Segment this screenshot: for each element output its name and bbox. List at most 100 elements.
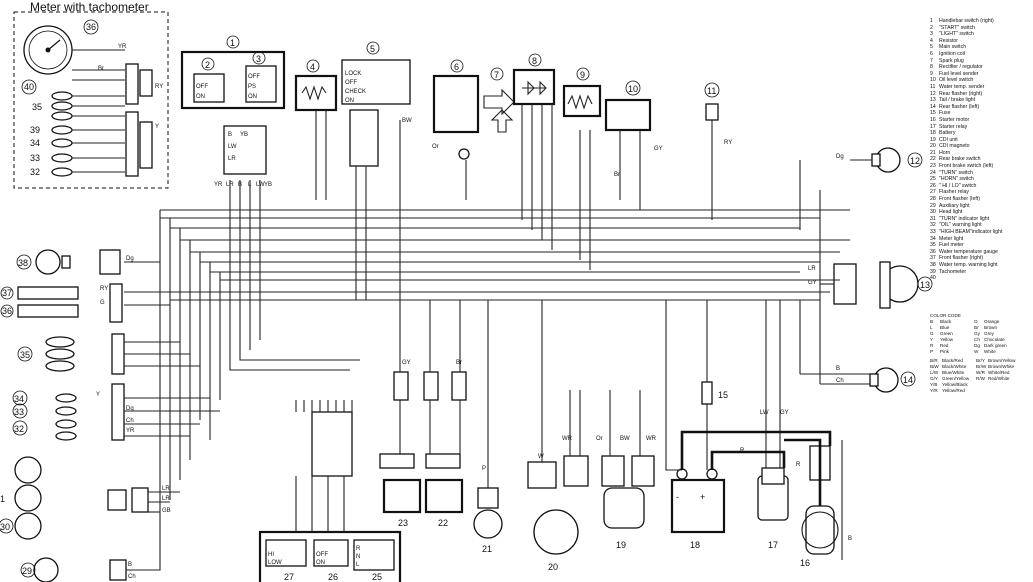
- callout-34: 34: [30, 138, 40, 148]
- legend-item: 25"HORN" switch: [930, 176, 1030, 183]
- color-code-v: Yellow: [940, 337, 954, 342]
- svg-text:32: 32: [14, 424, 24, 434]
- legend-item: 24"TURN" switch: [930, 170, 1030, 177]
- svg-text:Dg: Dg: [126, 256, 134, 262]
- legend-number: 16: [930, 116, 936, 123]
- svg-text:7: 7: [494, 70, 499, 80]
- legend-number: 38: [930, 261, 936, 268]
- svg-text:27: 27: [284, 572, 294, 582]
- legend-text: Rear brake switch: [939, 156, 981, 163]
- svg-text:ON: ON: [196, 94, 205, 100]
- legend-number: 24: [930, 169, 936, 176]
- legend-text: Front flasher (left): [939, 196, 980, 203]
- svg-text:B: B: [238, 182, 242, 188]
- color-code-v2: Brown/White: [988, 364, 1015, 369]
- legend-text: Meter light: [939, 235, 964, 242]
- color-code-v: Pink: [940, 349, 949, 354]
- legend-number: 9: [930, 70, 933, 77]
- legend-text: Rear flasher (left): [939, 103, 980, 110]
- color-code-v: Black/Red: [942, 358, 963, 363]
- head-light-icon-2: [14, 484, 42, 512]
- cdi-unit: [603, 487, 645, 529]
- legend-text: Fuel level sender: [939, 70, 979, 77]
- svg-text:GY: GY: [780, 410, 789, 416]
- svg-text:11: 11: [707, 86, 716, 96]
- color-code-v2: Dark green: [984, 343, 1007, 348]
- callout-35: 35: [32, 102, 42, 112]
- legend-text: "LIGHT" switch: [939, 31, 974, 38]
- svg-text:Br: Br: [614, 172, 620, 178]
- water-temp-sender: [705, 103, 719, 121]
- rear-brake-switch: [424, 478, 464, 514]
- svg-text:R: R: [740, 448, 745, 454]
- svg-text:ON: ON: [316, 560, 325, 566]
- legend-number: 20: [930, 143, 936, 150]
- head-light-icon-1: [14, 456, 42, 484]
- legend-text: Water temperature gauge: [939, 248, 998, 255]
- svg-text:34: 34: [14, 394, 24, 404]
- water-temperature-gauge: [17, 304, 79, 318]
- legend-text: Resistor: [939, 37, 959, 44]
- legend-number: 22: [930, 156, 936, 163]
- legend-number: 10: [930, 77, 936, 84]
- svg-text:26: 26: [328, 572, 338, 582]
- color-code-v2: Orange: [984, 319, 1000, 324]
- legend-number: 28: [930, 196, 936, 203]
- color-code-v2: Brown/Yellow: [988, 358, 1016, 363]
- wiring-harness: [124, 104, 872, 571]
- svg-text:B: B: [848, 536, 852, 542]
- svg-text:23: 23: [398, 518, 408, 528]
- svg-text:ON: ON: [248, 94, 257, 100]
- svg-text:37: 37: [2, 288, 12, 298]
- legend-number: 39: [930, 268, 936, 275]
- legend-text: "HORN" switch: [939, 176, 974, 183]
- svg-text:YB: YB: [264, 182, 272, 188]
- color-code-k2: Br/W: [976, 364, 987, 369]
- callout-32: 32: [30, 167, 40, 177]
- battery-cables: [680, 430, 832, 506]
- legend-number: 6: [930, 50, 933, 57]
- wire-y: Y: [155, 124, 159, 130]
- svg-text:-: -: [676, 492, 679, 502]
- legend-text: "TURN" switch: [939, 169, 973, 176]
- svg-text:9: 9: [580, 70, 585, 80]
- svg-text:33: 33: [14, 407, 24, 417]
- legend-text: CDI magneto: [939, 143, 970, 150]
- svg-text:GB: GB: [162, 508, 171, 514]
- svg-text:LR: LR: [162, 486, 170, 492]
- svg-text:BW: BW: [402, 118, 412, 124]
- color-code-k: G: [930, 331, 934, 336]
- legend-text: Flasher relay: [939, 189, 969, 196]
- svg-text:14: 14: [903, 375, 913, 385]
- svg-text:4: 4: [310, 62, 315, 72]
- svg-text:22: 22: [438, 518, 448, 528]
- svg-text:RY: RY: [724, 140, 732, 146]
- svg-text:ON: ON: [345, 98, 354, 104]
- legend-number: 4: [930, 37, 933, 44]
- svg-text:15: 15: [718, 390, 728, 400]
- color-code-v2: White/Red: [988, 370, 1010, 375]
- fuel-meter-lamps: [45, 336, 75, 372]
- color-code-v2: Chocolate: [984, 337, 1005, 342]
- legend-text: "START" switch: [939, 24, 976, 31]
- svg-text:LR: LR: [808, 266, 816, 272]
- legend-text: Auxiliary light: [939, 202, 970, 209]
- svg-text:L: L: [248, 182, 252, 188]
